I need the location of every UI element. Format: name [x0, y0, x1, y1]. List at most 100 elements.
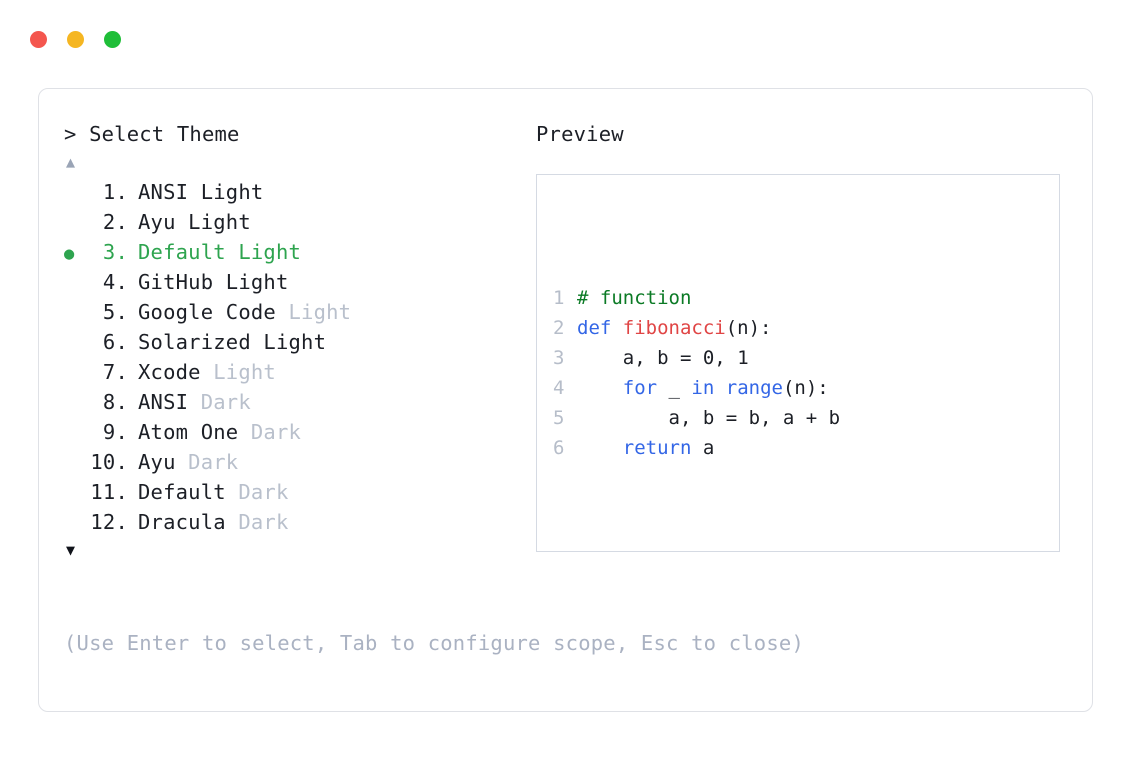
theme-picker-card: > Select Theme ▲ ●1.ANSI Light●2.Ayu Lig…	[38, 88, 1093, 712]
theme-list-item[interactable]: ●4.GitHub Light	[64, 267, 534, 297]
theme-item-variant: Light	[213, 270, 289, 294]
theme-picker-pane: > Select Theme ▲ ●1.ANSI Light●2.Ayu Lig…	[64, 121, 534, 561]
selected-bullet-icon: ●	[64, 269, 90, 299]
theme-item-index: 8.	[102, 390, 128, 414]
theme-item-variant: Dark	[238, 420, 302, 444]
code-token: return	[622, 437, 692, 459]
theme-item-name: Default	[138, 240, 226, 264]
code-token: fibonacci	[622, 317, 726, 339]
theme-item-name: Solarized	[138, 330, 251, 354]
code-line-text: a, b = 0, 1	[577, 343, 749, 373]
code-token: def	[577, 317, 623, 339]
code-token: for	[622, 377, 658, 399]
theme-item-variant: Dark	[225, 480, 289, 504]
theme-list: ●1.ANSI Light●2.Ayu Light●3.Default Ligh…	[64, 177, 534, 537]
selected-bullet-icon: ●	[64, 244, 75, 264]
page-title: > Select Theme	[64, 122, 240, 146]
theme-list-item[interactable]: ● 6. Solarized Light	[64, 327, 534, 357]
theme-item-variant: Dark	[225, 510, 289, 534]
theme-item-variant: Light	[225, 240, 302, 264]
code-line-text: return a	[577, 433, 715, 463]
theme-item-index: 4.	[102, 270, 128, 294]
theme-list-item[interactable]: ● 5. Google Code Light	[64, 297, 534, 327]
theme-item-variant: Dark	[188, 390, 251, 414]
code-token: 0	[702, 347, 715, 369]
theme-item-variant: Light	[250, 330, 327, 354]
window-controls	[30, 31, 121, 48]
code-token: a, b =	[577, 347, 703, 369]
line-number: 6	[553, 437, 565, 459]
code-token: # function	[577, 287, 692, 309]
code-token	[577, 377, 623, 399]
code-line: 3 a, b = 0, 1	[553, 343, 1059, 373]
theme-item-index: 7.	[102, 360, 128, 384]
theme-item-variant: Light	[175, 210, 251, 234]
theme-item-variant: Light	[275, 300, 352, 324]
code-line-text: def fibonacci(n):	[577, 313, 771, 343]
selected-bullet-icon: ●	[64, 419, 90, 449]
code-line-text: for _ in range(n):	[577, 373, 829, 403]
code-token: (n):	[725, 317, 772, 339]
line-number: 3	[553, 347, 565, 369]
selected-bullet-icon: ●	[64, 299, 90, 329]
line-number: 4	[553, 377, 565, 399]
theme-list-item[interactable]: ● 1. ANSI Light	[64, 177, 534, 207]
code-line: 4 for _ in range(n):	[553, 373, 1059, 403]
code-line: 5 a, b = b, a + b	[553, 403, 1059, 433]
code-line: 6 return a	[553, 433, 1059, 463]
selected-bullet-icon: ●	[64, 479, 90, 509]
theme-item-name: Default	[138, 480, 226, 504]
theme-item-index: 6.	[102, 330, 128, 354]
selected-bullet-icon: ●	[64, 359, 90, 389]
theme-item-index: 3.	[102, 240, 128, 264]
code-line-text: a, b = b, a + b	[577, 403, 841, 433]
theme-list-item[interactable]: ●11.Default Dark	[64, 477, 534, 507]
code-token: (n):	[782, 377, 829, 399]
code-token: range	[725, 377, 783, 399]
close-window-button[interactable]	[30, 31, 47, 48]
code-token: a, b = b, a + b	[577, 407, 841, 429]
theme-list-item[interactable]: ●2.Ayu Light	[64, 207, 534, 237]
minimize-window-button[interactable]	[67, 31, 84, 48]
scroll-down-icon[interactable]: ▼	[66, 541, 76, 559]
selected-bullet-icon: ●	[64, 179, 90, 209]
theme-item-name: Google Code	[138, 300, 276, 324]
theme-list-item[interactable]: ●8.ANSI Dark	[64, 387, 534, 417]
preview-label: Preview	[536, 122, 624, 146]
theme-item-name: ANSI	[138, 180, 189, 204]
code-token: _	[657, 377, 692, 399]
line-number: 5	[553, 407, 565, 429]
theme-item-index: 10.	[90, 450, 128, 474]
line-number: 2	[553, 317, 565, 339]
code-token	[714, 377, 725, 399]
code-token: 1	[737, 347, 749, 369]
theme-list-item[interactable]: ●10. Ayu Dark	[64, 447, 534, 477]
selected-bullet-icon: ●	[64, 389, 90, 419]
theme-list-item[interactable]: ● 3. Default Light	[64, 237, 534, 267]
code-token	[577, 437, 623, 459]
selected-bullet-icon: ●	[64, 329, 90, 359]
theme-item-name: Ayu	[138, 450, 176, 474]
keyboard-hint: (Use Enter to select, Tab to configure s…	[64, 631, 804, 655]
theme-item-name: Dracula	[138, 510, 226, 534]
maximize-window-button[interactable]	[104, 31, 121, 48]
theme-item-index: 1.	[102, 180, 128, 204]
selected-bullet-icon: ●	[64, 209, 90, 239]
theme-item-variant: Dark	[175, 450, 239, 474]
selected-bullet-icon: ●	[64, 449, 90, 479]
theme-list-item[interactable]: ● 9. Atom One Dark	[64, 417, 534, 447]
theme-list-item[interactable]: ●7.Xcode Light	[64, 357, 534, 387]
line-number: 1	[553, 287, 565, 309]
code-token: in	[691, 377, 715, 399]
theme-item-name: Atom One	[138, 420, 239, 444]
theme-list-item[interactable]: ●12.Dracula Dark	[64, 507, 534, 537]
theme-item-name: Ayu	[138, 210, 176, 234]
theme-item-index: 5.	[102, 300, 128, 324]
code-token: ,	[714, 347, 738, 369]
scroll-up-icon[interactable]: ▲	[66, 153, 76, 171]
theme-item-index: 9.	[102, 420, 128, 444]
theme-item-variant: Light	[188, 180, 264, 204]
